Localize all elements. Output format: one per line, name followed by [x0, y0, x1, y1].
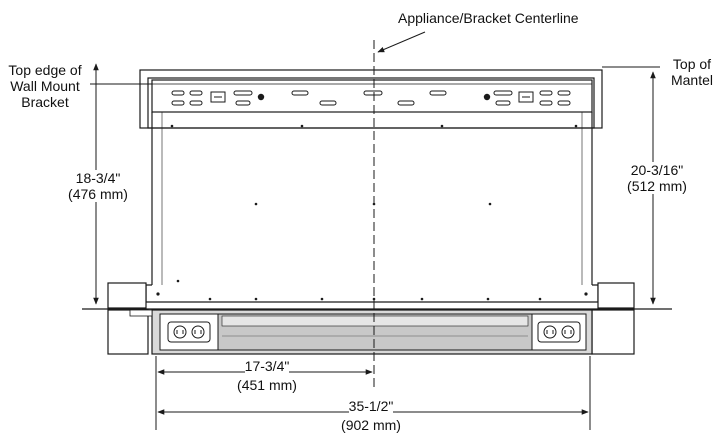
receptacle-right — [537, 321, 581, 343]
half-width-label: 17-3/4" (451 mm) — [222, 358, 312, 393]
top-mantel-line-1: Top of — [672, 56, 712, 72]
mantel — [139, 66, 660, 129]
lower-trim — [107, 282, 635, 355]
right-height-imperial: 20-3/16" — [630, 162, 684, 178]
left-height-imperial: 18-3/4" — [75, 170, 121, 186]
left-height-metric: (476 mm) — [68, 186, 128, 202]
top-edge-line-3: Bracket — [21, 94, 69, 110]
top-mantel-label: Top of Mantel — [664, 56, 720, 88]
receptacle-left — [167, 321, 211, 343]
left-height-label: 18-3/4" (476 mm) — [58, 170, 138, 202]
centerline-leader — [377, 31, 426, 53]
screw-points — [156, 124, 588, 301]
outlet-box — [129, 309, 593, 355]
top-mantel-line-2: Mantel — [670, 72, 714, 88]
width-extension-lines — [155, 356, 591, 430]
full-width-label: 35-1/2" (902 mm) — [326, 398, 416, 433]
full-width-metric: (902 mm) — [341, 417, 401, 433]
top-edge-line-1: Top edge of — [8, 62, 82, 78]
right-height-label: 20-3/16" (512 mm) — [620, 162, 694, 194]
full-width-imperial: 35-1/2" — [348, 398, 394, 414]
half-width-metric: (451 mm) — [237, 377, 297, 393]
top-edge-line-2: Wall Mount — [10, 78, 80, 94]
appliance-body — [145, 112, 599, 303]
centerline-label: Appliance/Bracket Centerline — [398, 10, 579, 26]
right-height-metric: (512 mm) — [627, 178, 687, 194]
wall-mount-bracket — [151, 79, 593, 113]
half-width-imperial: 17-3/4" — [244, 358, 290, 374]
top-edge-label: Top edge of Wall Mount Bracket — [0, 62, 90, 110]
